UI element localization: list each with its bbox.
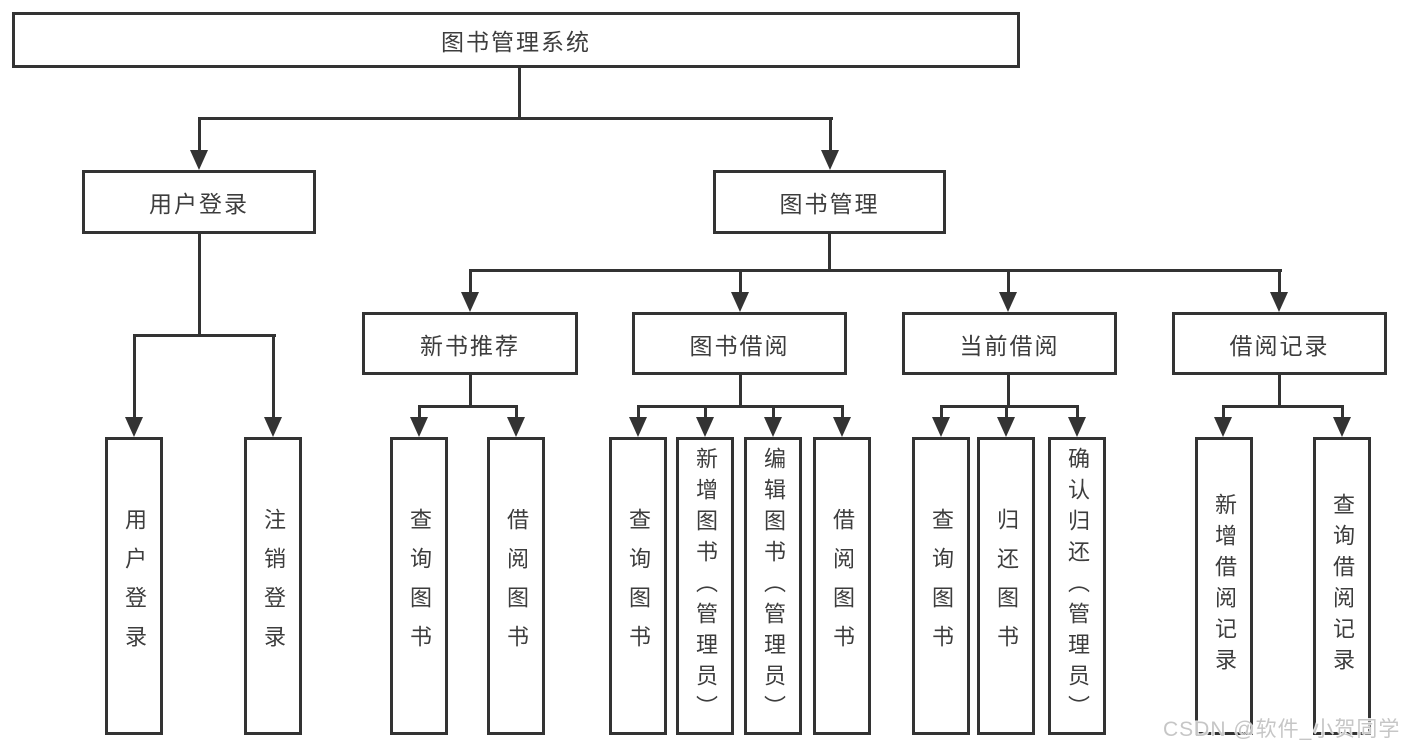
connector-line [198, 234, 201, 337]
connector-line [198, 117, 201, 153]
leaf-confirm-return-admin: 确认归还（管理员） [1048, 437, 1106, 735]
arrow-down-icon [1068, 417, 1086, 437]
watermark: CSDN @软件_小贺同学 [1163, 718, 1401, 741]
leaf-query-books-recommend: 查询图书 [390, 437, 448, 735]
arrow-down-icon [833, 417, 851, 437]
connector-line [940, 405, 1079, 408]
leaf-user-login: 用户登录 [105, 437, 163, 735]
connector-line [828, 234, 831, 272]
arrow-down-icon [1214, 417, 1232, 437]
arrow-down-icon [629, 417, 647, 437]
leaf-query-books-current: 查询图书 [912, 437, 970, 735]
node-label: 借阅图书 [830, 508, 855, 664]
node-label: 查询图书 [407, 508, 432, 664]
arrow-down-icon [507, 417, 525, 437]
leaf-logout: 注销登录 [244, 437, 302, 735]
leaf-return-book: 归还图书 [977, 437, 1035, 735]
connector-line [418, 405, 421, 419]
connector-line [272, 334, 275, 420]
arrow-down-icon [764, 417, 782, 437]
connector-line [1007, 375, 1010, 408]
node-book-management: 图书管理 [713, 170, 946, 234]
arrow-down-icon [696, 417, 714, 437]
connector-line [739, 375, 742, 408]
connector-line [133, 334, 276, 337]
connector-line [469, 269, 1282, 272]
connector-line [772, 405, 775, 419]
leaf-query-borrow-record: 查询借阅记录 [1313, 437, 1371, 735]
node-new-book-recommendation: 新书推荐 [362, 312, 578, 375]
connector-line [198, 117, 833, 120]
arrow-down-icon [1270, 292, 1288, 312]
node-label: 借阅记录 [1229, 332, 1330, 359]
connector-line [418, 405, 518, 408]
node-label: 查询图书 [929, 508, 954, 664]
node-user-login: 用户登录 [82, 170, 316, 234]
leaf-borrow-books-borrow: 借阅图书 [813, 437, 871, 735]
connector-line [637, 405, 640, 419]
connector-line [469, 269, 472, 295]
connector-line [841, 405, 844, 419]
connector-line [518, 68, 521, 119]
connector-line [1222, 405, 1344, 408]
connector-line [1076, 405, 1079, 419]
node-current-borrowing: 当前借阅 [902, 312, 1117, 375]
leaf-add-borrow-record: 新增借阅记录 [1195, 437, 1253, 735]
leaf-edit-book-admin: 编辑图书（管理员） [744, 437, 802, 735]
arrow-down-icon [410, 417, 428, 437]
arrow-down-icon [999, 292, 1017, 312]
node-label: 图书借阅 [689, 332, 790, 359]
node-library-system: 图书管理系统 [12, 12, 1020, 68]
arrow-down-icon [997, 417, 1015, 437]
arrow-down-icon [461, 292, 479, 312]
connector-line [1278, 375, 1281, 408]
node-label: 查询图书 [626, 508, 651, 664]
arrow-down-icon [1333, 417, 1351, 437]
leaf-query-books-borrow: 查询图书 [609, 437, 667, 735]
node-label: 用户登录 [149, 191, 249, 217]
connector-line [940, 405, 943, 419]
connector-line [1278, 269, 1281, 295]
node-label: 注销登录 [261, 508, 286, 664]
node-label: 当前借阅 [959, 332, 1060, 359]
arrow-down-icon [731, 292, 749, 312]
node-label: 图书管理系统 [441, 29, 591, 55]
connector-line [469, 375, 472, 408]
node-label: 新增借阅记录 [1212, 493, 1237, 679]
connector-line [1341, 405, 1344, 419]
connector-line [739, 269, 742, 295]
connector-line [515, 405, 518, 419]
connector-line [637, 405, 844, 408]
node-label: 归还图书 [994, 508, 1019, 664]
connector-line [1222, 405, 1225, 419]
node-book-borrowing: 图书借阅 [632, 312, 847, 375]
node-label: 新增图书（管理员） [693, 446, 718, 726]
leaf-borrow-books-recommend: 借阅图书 [487, 437, 545, 735]
node-label: 图书管理 [779, 191, 880, 217]
arrow-down-icon [190, 150, 208, 170]
node-borrowing-records: 借阅记录 [1172, 312, 1387, 375]
leaf-add-book-admin: 新增图书（管理员） [676, 437, 734, 735]
connector-line [133, 334, 136, 420]
node-label: 确认归还（管理员） [1065, 446, 1090, 726]
arrow-down-icon [932, 417, 950, 437]
connector-line [829, 117, 832, 153]
node-label: 用户登录 [122, 508, 147, 664]
arrow-down-icon [821, 150, 839, 170]
connector-line [704, 405, 707, 419]
connector-line [1007, 269, 1010, 295]
arrow-down-icon [125, 417, 143, 437]
connector-line [1005, 405, 1008, 419]
node-label: 编辑图书（管理员） [761, 446, 786, 726]
node-label: 新书推荐 [420, 332, 520, 359]
node-label: 借阅图书 [504, 508, 529, 664]
arrow-down-icon [264, 417, 282, 437]
node-label: 查询借阅记录 [1330, 493, 1355, 679]
